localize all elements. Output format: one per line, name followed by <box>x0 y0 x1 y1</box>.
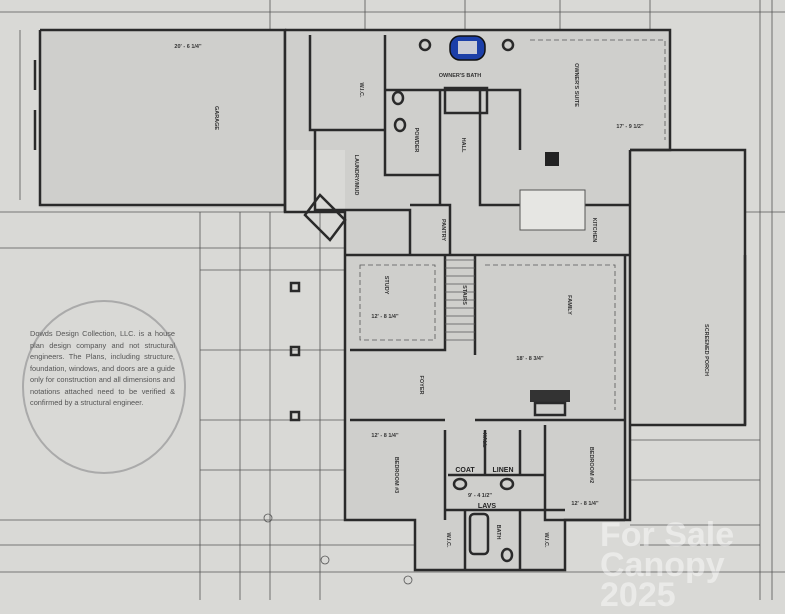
room-label-coat: COAT <box>455 467 475 474</box>
room-label-owners-suite: OWNER'S SUITE <box>573 63 579 107</box>
room-label-bedroom2: BEDROOM #2 <box>588 447 594 483</box>
room-label-foyer: FOYER <box>418 376 424 395</box>
dim-lavs: 9' - 4 1/2" <box>468 493 492 499</box>
kitchen-island <box>519 189 586 231</box>
dim-family: 18' - 8 3/4" <box>516 356 544 362</box>
room-label-pantry: PANTRY <box>440 219 446 241</box>
room-label-family: FAMILY <box>566 295 572 315</box>
room-label-garage: GARAGE <box>213 106 219 130</box>
room-label-screened-porch: SCREENED PORCH <box>703 324 709 376</box>
sink-icon <box>499 477 515 491</box>
dim-bedroom3: 12' - 8 1/4" <box>371 433 399 439</box>
bathtub-icon <box>468 512 490 556</box>
room-label-hall: HALL <box>460 138 466 153</box>
sink-icon <box>501 38 515 52</box>
dim-garage: 20' - 6 1/4" <box>174 44 202 50</box>
disclaimer-text: Dowds Design Collection, LLC. is a house… <box>30 329 175 407</box>
sink-icon <box>452 477 468 491</box>
room-label-study: STUDY <box>383 276 389 295</box>
room-label-hall-lower: HALL <box>481 433 487 448</box>
column-markers <box>263 281 413 585</box>
shower-icon <box>443 86 489 115</box>
room-label-powder: POWDER <box>413 128 419 153</box>
room-label-wic-left: W.I.C. <box>445 533 451 548</box>
fireplace-icon <box>530 390 570 402</box>
room-label-lavs: LAVS <box>478 503 496 510</box>
fixtures <box>303 35 586 563</box>
room-label-owners-bath: OWNER'S BATH <box>439 73 481 79</box>
toilet-icon <box>391 90 405 106</box>
room-label-wic: W.I.C. <box>358 83 364 98</box>
room-label-bedroom3: BEDROOM #3 <box>393 457 399 493</box>
range-icon <box>545 152 559 166</box>
room-label-kitchen: KITCHEN <box>591 218 597 242</box>
dim-study: 12' - 8 1/4" <box>371 314 399 320</box>
room-label-stairs: STAIRS <box>461 285 467 305</box>
toilet-icon <box>393 117 407 133</box>
floor-plan: GARAGE 20' - 6 1/4" W.I.C. LAUNDRY/MUD P… <box>0 0 785 600</box>
room-label-wic-right: W.I.C. <box>543 533 549 548</box>
interior-walls <box>308 35 666 570</box>
sink-icon <box>418 38 432 52</box>
room-label-linen: LINEN <box>493 467 514 474</box>
dimension-lines <box>0 0 785 600</box>
room-label-laundry: LAUNDRY/MUD <box>353 155 359 196</box>
room-label-bath: BATH <box>495 525 501 540</box>
dim-bedroom2: 12' - 8 1/4" <box>571 501 599 507</box>
fireplace-icon <box>303 193 347 242</box>
toilet-icon <box>500 547 514 563</box>
dim-owners-suite: 17' - 9 1/2" <box>616 124 644 130</box>
disclaimer-circle: Dowds Design Collection, LLC. is a house… <box>22 300 186 474</box>
